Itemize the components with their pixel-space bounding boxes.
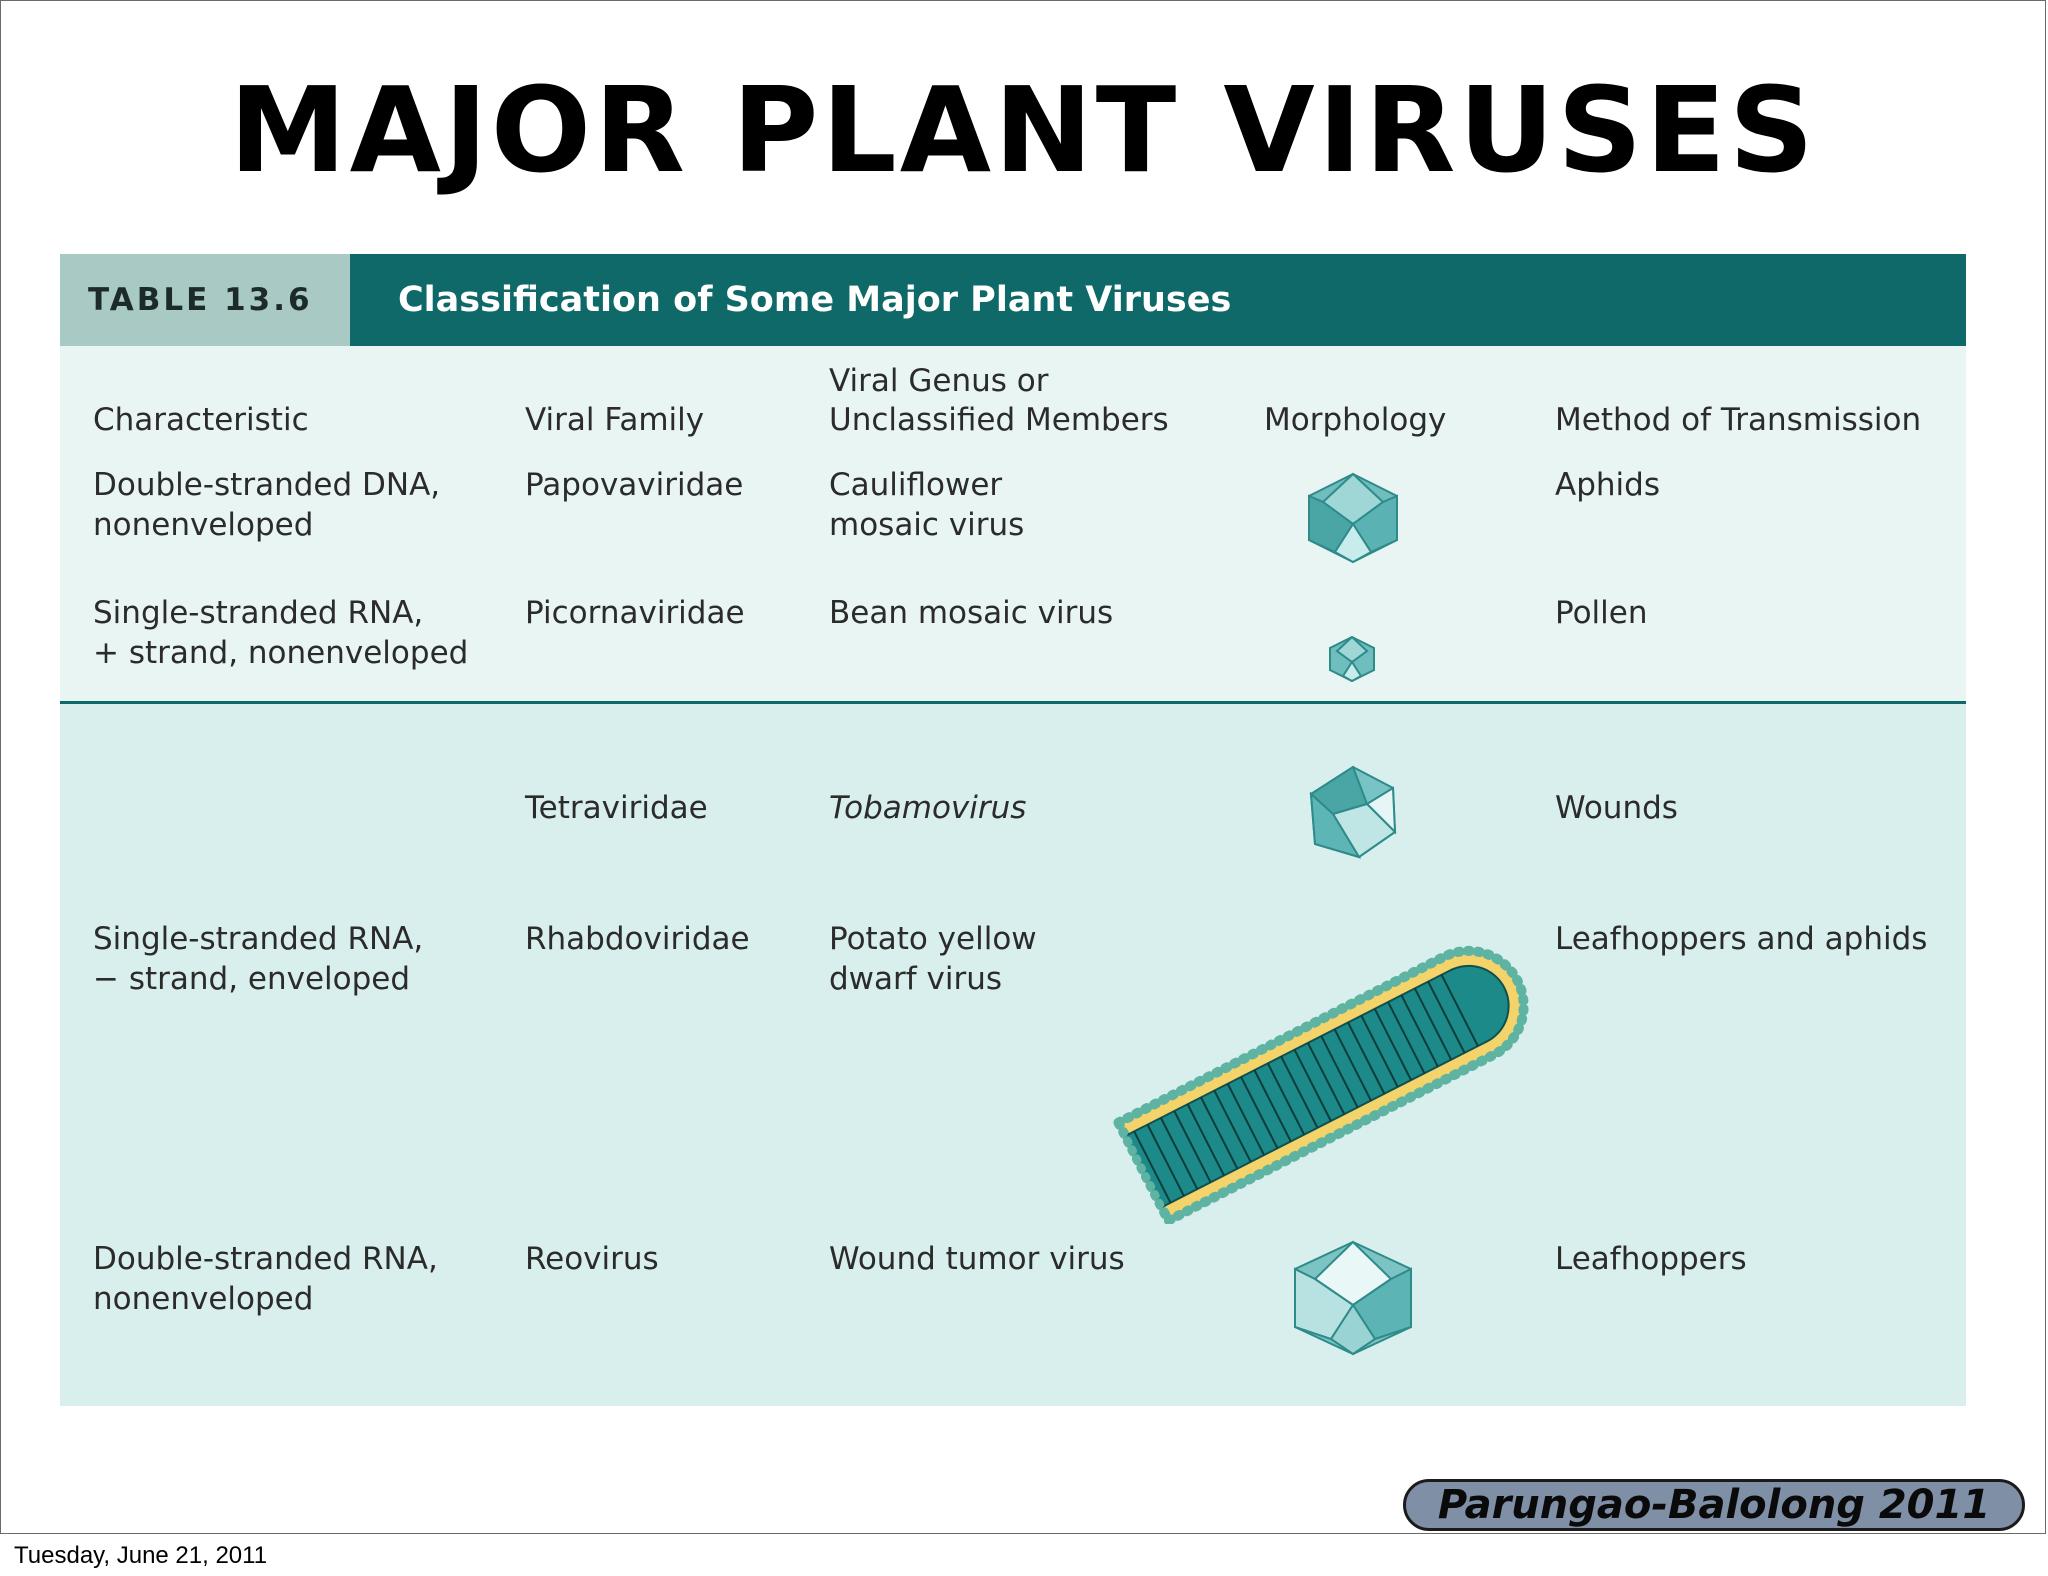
cell-genus: Cauliflower mosaic virus — [829, 467, 1025, 543]
author-credit-badge: Parungao-Balolong 2011 — [1403, 1479, 2025, 1531]
cell-genus: Wound tumor virus — [829, 1241, 1125, 1277]
slide: MAJOR PLANT VIRUSES TABLE 13.6 Classific… — [0, 0, 2046, 1534]
cell-family: Picornaviridae — [525, 595, 745, 631]
cell-genus: Potato yellow dwarf virus — [829, 921, 1037, 997]
column-header-viral-family: Viral Family — [525, 402, 705, 438]
column-header-characteristic: Characteristic — [93, 402, 309, 438]
cell-characteristic: Single-stranded RNA, − strand, enveloped — [93, 921, 424, 997]
cell-family: Tetraviridae — [525, 790, 708, 826]
cell-family: Reovirus — [525, 1241, 659, 1277]
cell-characteristic: Double-stranded DNA, nonenveloped — [93, 467, 441, 543]
column-header-viral-genus-line1: Viral Genus or — [829, 363, 1049, 399]
cell-family: Papovaviridae — [525, 467, 744, 503]
polyhedral-virus-icon — [1309, 765, 1397, 859]
cell-characteristic: Double-stranded RNA, nonenveloped — [93, 1241, 438, 1317]
virus-classification-table: TABLE 13.6 Classification of Some Major … — [60, 254, 1966, 1406]
table-number: TABLE 13.6 — [60, 254, 350, 346]
cell-transmission: Pollen — [1555, 595, 1648, 631]
table-header-band — [60, 346, 1966, 701]
header-divider — [60, 701, 1966, 704]
cell-genus: Tobamovirus — [829, 790, 1027, 826]
cell-transmission: Leafhoppers and aphids — [1555, 921, 1928, 957]
enveloped-bullet-virus-icon — [1111, 945, 1529, 1224]
table-title: Classification of Some Major Plant Virus… — [350, 254, 1966, 346]
large-icosahedral-virus-icon — [1294, 1240, 1412, 1356]
cell-characteristic: Single-stranded RNA, + strand, nonenvelo… — [93, 595, 469, 671]
small-icosahedral-virus-icon — [1329, 636, 1375, 682]
column-header-viral-genus-line2: Unclassified Members — [829, 402, 1169, 438]
slide-title: MAJOR PLANT VIRUSES — [229, 61, 1817, 199]
cell-transmission: Aphids — [1555, 467, 1660, 503]
slide-date: Tuesday, June 21, 2011 — [14, 1542, 268, 1569]
icosahedral-virus-icon — [1308, 472, 1398, 564]
cell-genus: Bean mosaic virus — [829, 595, 1114, 631]
cell-family: Rhabdoviridae — [525, 921, 750, 957]
cell-transmission: Wounds — [1555, 790, 1678, 826]
column-header-transmission: Method of Transmission — [1555, 402, 1922, 438]
column-header-morphology: Morphology — [1264, 402, 1447, 438]
cell-transmission: Leafhoppers — [1555, 1241, 1747, 1277]
